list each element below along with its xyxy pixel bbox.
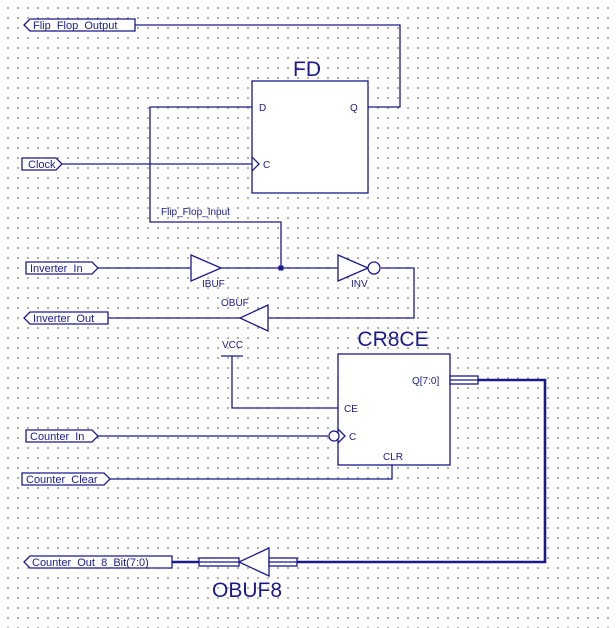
port-flip-flop-output-label: Flip_Flop_Output: [33, 20, 117, 32]
inv-bubble: [367, 261, 381, 275]
obuf8-triangle: [237, 546, 270, 578]
cr8ce-clock-wedge: [337, 428, 346, 444]
port-counter-out-shape: [23, 555, 173, 569]
fd-pin-d: D: [259, 103, 266, 114]
port-inverter-in[interactable]: Inverter_In: [25, 261, 99, 275]
vcc-source[interactable]: VCC: [221, 340, 243, 357]
cr8ce-clock-bubble: [328, 430, 340, 442]
net-label-flip-flop-input: Flip_Flop_Input: [161, 207, 230, 218]
obuf-buffer[interactable]: OBUF: [221, 298, 269, 333]
port-clock-label: Clock: [28, 159, 56, 171]
cr8ce-counter[interactable]: CR8CE Q[7:0] CE C CLR: [328, 328, 479, 466]
ibuf-buffer[interactable]: IBUF: [190, 254, 225, 290]
port-counter-clear[interactable]: Counter_Clear: [21, 472, 111, 486]
cr8ce-pin-ce: CE: [344, 404, 358, 415]
obuf-label: OBUF: [221, 298, 249, 309]
cr8ce-body: [337, 353, 451, 466]
fd-body: [251, 80, 369, 194]
fd-clock-wedge: [251, 156, 260, 172]
port-flip-flop-output-shape: [23, 18, 136, 32]
inv-inverter[interactable]: INV: [337, 254, 381, 290]
junction-dot: [278, 265, 284, 271]
ibuf-triangle: [190, 254, 223, 282]
port-clock-shape: [21, 157, 63, 171]
cr8ce-title: CR8CE: [357, 328, 428, 351]
cr8ce-pin-clr: CLR: [383, 452, 403, 463]
port-counter-clear-label: Counter_Clear: [26, 474, 98, 486]
wire-vcc-to-ce[interactable]: [231, 356, 338, 409]
cr8ce-pin-c: C: [349, 432, 356, 443]
vcc-label: VCC: [222, 340, 243, 351]
port-inverter-out-shape: [23, 311, 109, 325]
port-counter-clear-shape: [21, 472, 111, 486]
port-inverter-in-shape: [25, 261, 99, 275]
wire-flip-flop-output[interactable]: [135, 24, 401, 108]
port-inverter-out-label: Inverter_Out: [33, 313, 94, 325]
port-counter-out-label: Counter_Out_8_Bit(7:0): [32, 557, 149, 569]
buses: [172, 378, 547, 564]
obuf-triangle: [238, 303, 269, 333]
port-counter-in-label: Counter_In: [30, 431, 84, 443]
fd-pin-c: C: [263, 160, 270, 171]
port-inverter-out[interactable]: Inverter_Out: [23, 311, 109, 325]
obuf8-label: OBUF8: [212, 579, 282, 602]
bus-q-to-obuf8[interactable]: [297, 378, 547, 564]
fd-pin-q: Q: [350, 103, 358, 114]
port-counter-in[interactable]: Counter_In: [25, 429, 99, 443]
port-inverter-in-label: Inverter_In: [30, 263, 83, 275]
port-clock[interactable]: Clock: [21, 157, 63, 171]
fd-title: FD: [293, 58, 321, 81]
port-counter-out[interactable]: Counter_Out_8_Bit(7:0): [23, 555, 173, 569]
wire-flip-flop-input[interactable]: [149, 106, 282, 268]
port-flip-flop-output[interactable]: Flip_Flop_Output: [23, 18, 136, 32]
cr8ce-pin-q: Q[7:0]: [412, 376, 439, 387]
wire-inv-to-obuf[interactable]: [268, 267, 415, 319]
obuf8-buffer[interactable]: OBUF8: [198, 546, 298, 602]
ibuf-label: IBUF: [202, 279, 225, 290]
port-counter-in-shape: [25, 429, 99, 443]
wire-counter-clear[interactable]: [110, 465, 393, 480]
fd-flip-flop[interactable]: FD D Q C: [251, 58, 369, 194]
inv-triangle: [337, 254, 370, 282]
inv-label: INV: [351, 279, 368, 290]
